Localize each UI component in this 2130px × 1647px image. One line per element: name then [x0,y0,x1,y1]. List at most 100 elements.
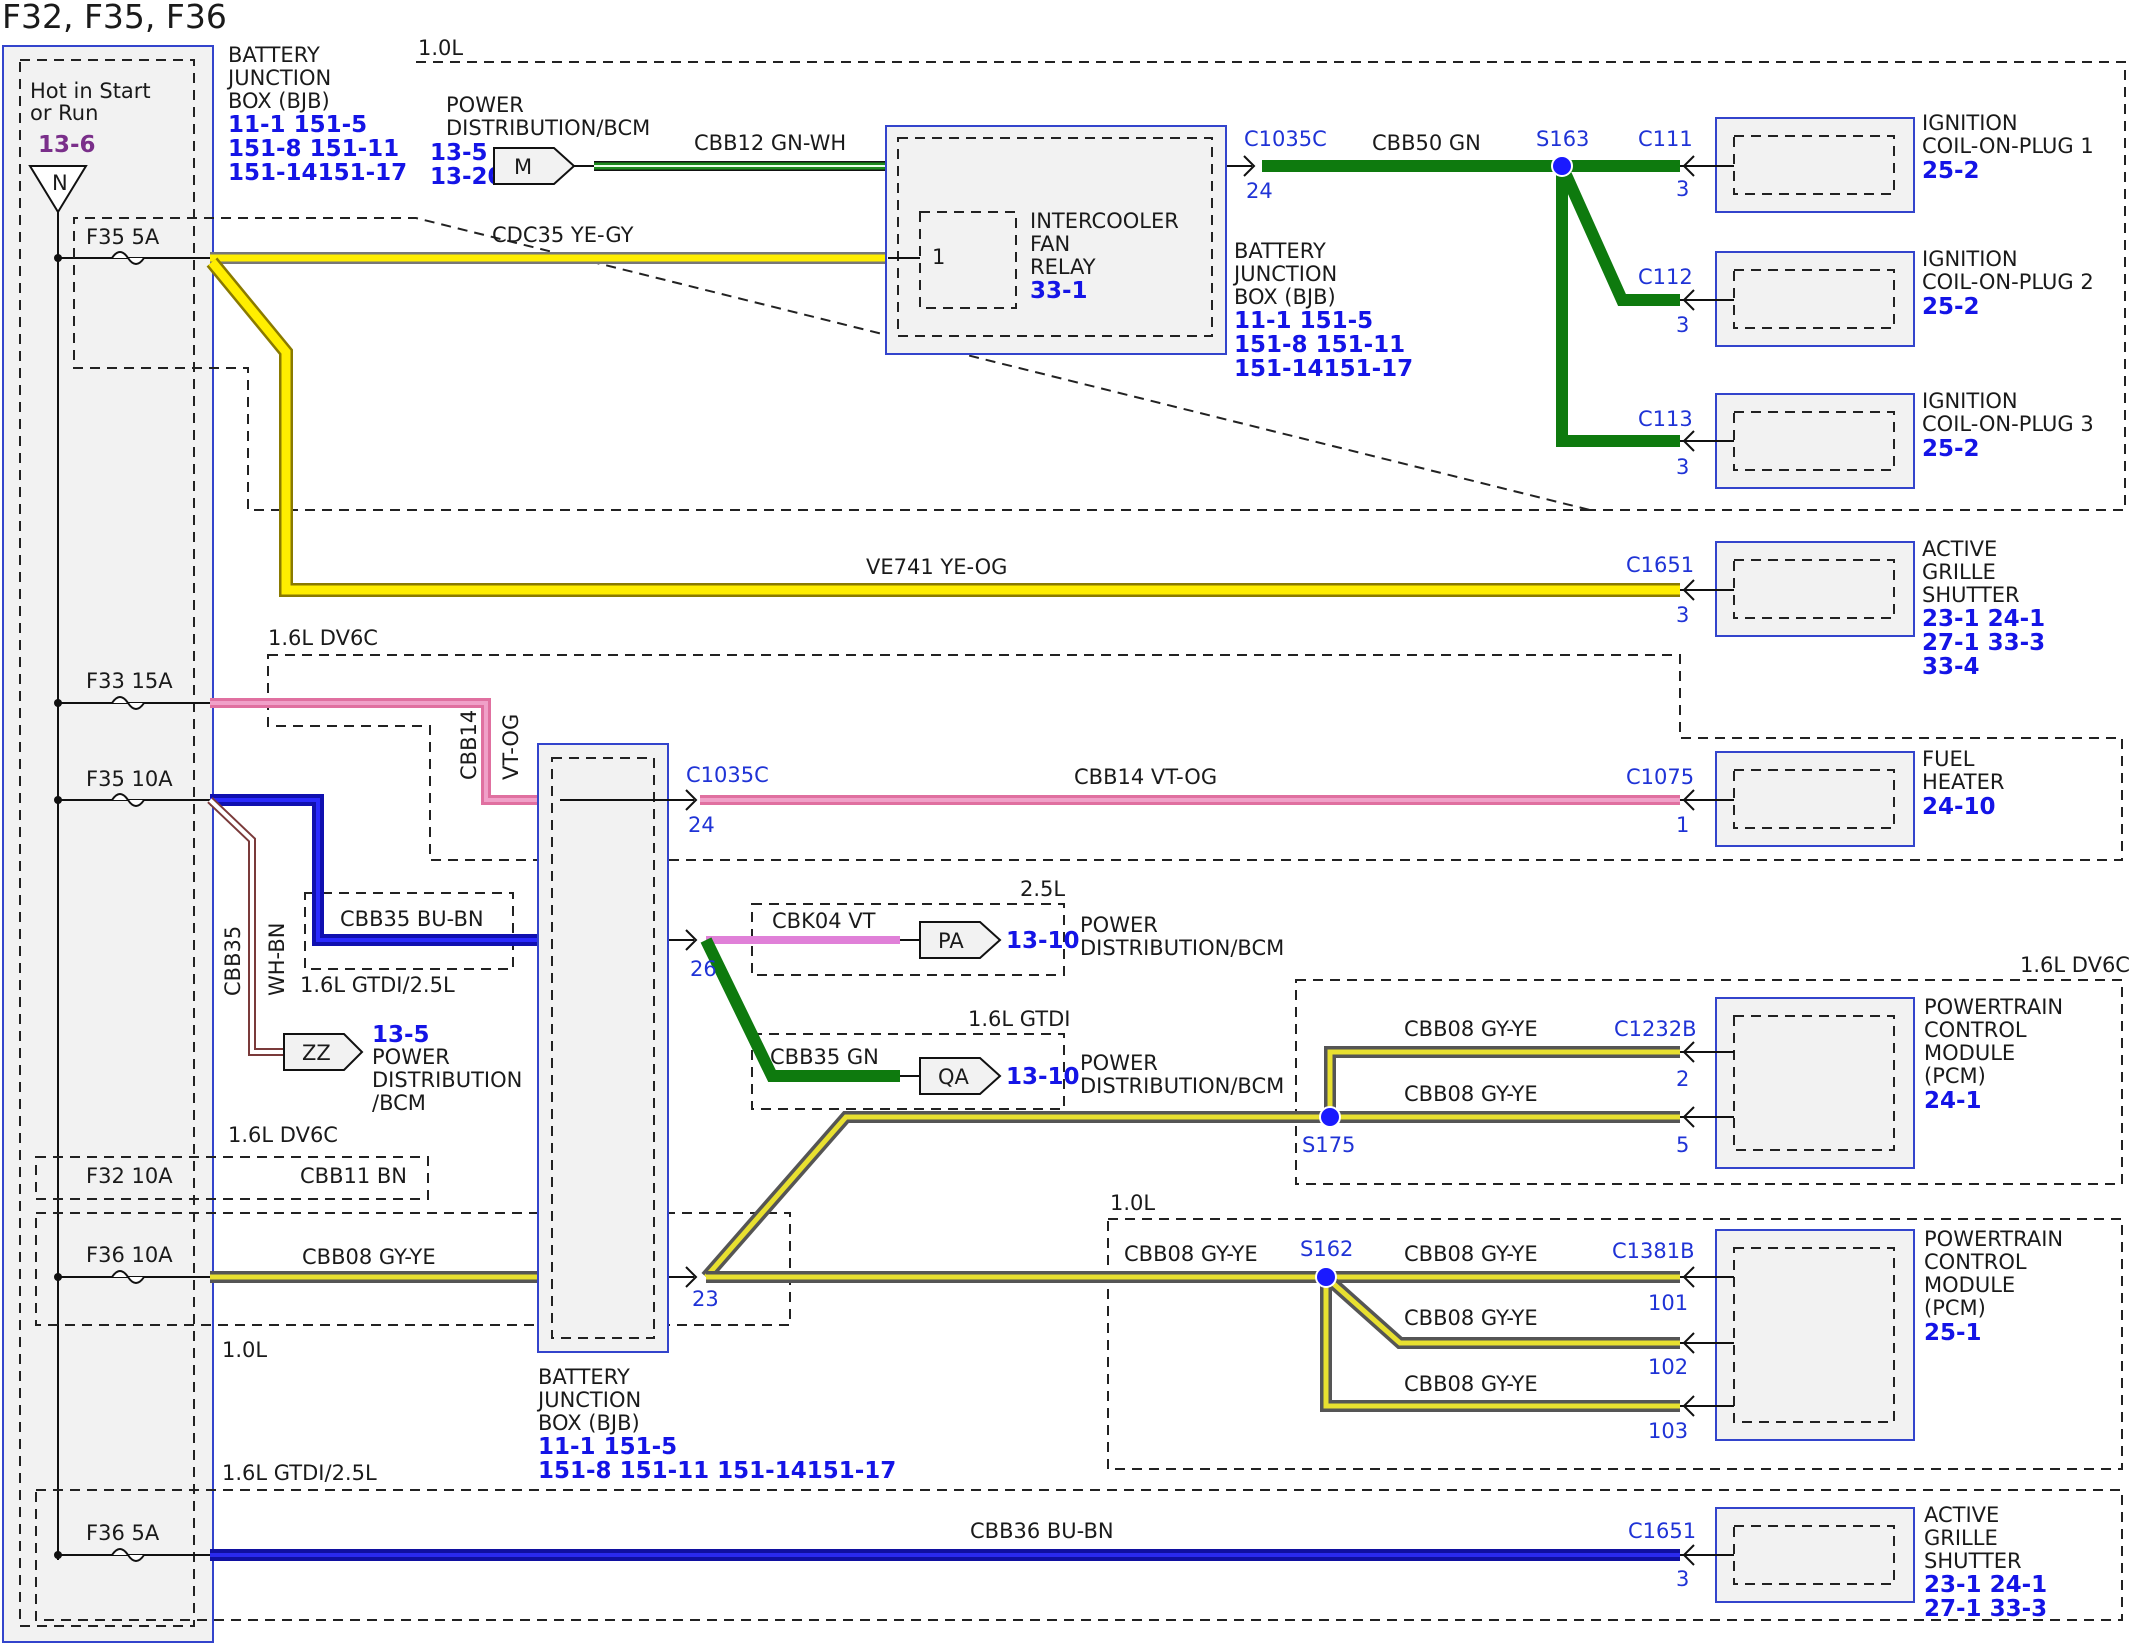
variant-region-25l [751,903,1065,976]
grille-a-ref-1[interactable]: 23-1 24-1 [1922,606,2045,632]
coil1-ref[interactable]: 25-2 [1922,158,1980,184]
coil2-label-1: IGNITION [1922,247,2018,271]
conn-c1075: C1075 [1626,765,1694,789]
wire-cbb35-label: CBB35 BU-BN [340,907,484,931]
conn-c1232b: C1232B [1614,1017,1697,1041]
bjb-relay-box [885,125,1227,355]
fuel-heater-ref[interactable]: 24-10 [1922,794,1996,820]
wire-cbb08-main-label: CBB08 GY-YE [302,1245,436,1269]
grille-a-ref-2[interactable]: 27-1 33-3 [1922,630,2045,656]
conn-c1381b-p103: 103 [1648,1419,1688,1443]
conn-c1651-a: C1651 [1626,553,1694,577]
conn-c113-pin: 3 [1676,455,1689,479]
conn-c1075-pin: 1 [1676,813,1689,837]
pd-pa-label-2: DISTRIBUTION/BCM [1080,936,1284,960]
relay-ref[interactable]: 33-1 [1030,278,1088,304]
conn-c1381b-p101: 101 [1648,1291,1688,1315]
pd-zz-tag: ZZ [302,1041,331,1065]
pd-pa-ref[interactable]: 13-10 [1006,928,1080,954]
conn-c1035c-top-pin: 24 [1246,179,1273,203]
pd-zz-label-2: DISTRIBUTION [372,1068,522,1092]
grille-b-ref-1[interactable]: 23-1 24-1 [1924,1572,2047,1598]
conn-c1035c-mid-pin: 24 [688,813,715,837]
conn-s163: S163 [1536,127,1589,151]
fuse-f35-5a: F35 5A [86,225,160,249]
fuse-box-inner [19,59,195,1627]
bjb-top-label-1: BATTERY [228,43,320,67]
bjb-top-ref-2[interactable]: 151-8 151-11 [228,136,399,162]
pd-top-ref-1[interactable]: 13-5 [430,140,488,166]
wire-cbb50-branch-2 [1556,163,1680,306]
grille-a-ref-3[interactable]: 33-4 [1922,654,1980,680]
pd-zz-ref[interactable]: 13-5 [372,1022,430,1048]
fuse-box [2,45,214,1643]
coil2-label-2: COIL-ON-PLUG 2 [1922,270,2094,294]
pd-pa-label-1: POWER [1080,913,1158,937]
bjb-mid-ref-2[interactable]: 151-8 151-11 [1234,332,1405,358]
coil1-label-2: COIL-ON-PLUG 1 [1922,134,2094,158]
pcm-a-label-4: (PCM) [1924,1064,1986,1088]
coil3-ref[interactable]: 25-2 [1922,436,1980,462]
pcm-a-label-1: POWERTRAIN [1924,995,2063,1019]
pd-pa-connector [919,921,1002,959]
arrow-23 [685,1266,698,1288]
variant-region-gtdi-25-b [35,1489,2123,1621]
fuse-f36-5a: F36 5A [86,1521,160,1545]
pd-qa-ref[interactable]: 13-10 [1006,1064,1080,1090]
bjb-top-ref-3[interactable]: 151-14151-17 [228,160,407,186]
variant-1.6l-gtdi: 1.6L GTDI [968,1007,1071,1031]
conn-c113: C113 [1638,407,1693,431]
variant-region-1.0l-top [73,61,2126,511]
wire-cbb08-b-label: CBB08 GY-YE [1404,1082,1538,1106]
c1035c-top-arrow [1243,155,1256,177]
coil2-ref[interactable]: 25-2 [1922,294,1980,320]
conn-c1232b-pin2: 2 [1676,1067,1689,1091]
bjb-bottom-ref-2[interactable]: 151-8 151-11 151-14151-17 [538,1458,896,1484]
variant-region-1.6l-dv6c-b [1295,979,2123,1185]
grille-a-label-2: GRILLE [1922,560,1996,584]
bjb-mid-ref-1[interactable]: 11-1 151-5 [1234,308,1373,334]
wire-cbb08-f-label: CBB08 GY-YE [1404,1372,1538,1396]
fuse-f32-10a: F32 10A [86,1164,173,1188]
pd-top-connector [493,147,576,185]
variant-1.0l-right: 1.0L [1110,1191,1155,1215]
bjb-bottom-ref-1[interactable]: 11-1 151-5 [538,1434,677,1460]
wire-cbb35-vlabel-2: WH-BN [265,923,289,997]
conn-pin-23: 23 [692,1287,719,1311]
wire-cbb50-branch-3 [1556,166,1680,447]
variant-region-1.0l-right [1107,1218,2123,1470]
conn-c112-pin: 3 [1676,313,1689,337]
grille-a-label-1: ACTIVE [1922,537,1997,561]
wire-cbb50-label: CBB50 GN [1372,131,1481,155]
wire-cbb11-label: CBB11 BN [300,1164,407,1188]
pcm-b-label-2: CONTROL [1924,1250,2027,1274]
pd-top-ref-2[interactable]: 13-20 [430,164,504,190]
fuse-box-ref[interactable]: 13-6 [38,132,96,158]
pd-qa-connector [919,1057,1002,1095]
wire-cbb14-vlabel-1: CBB14 [457,710,481,780]
wire-cbb35-gn-label: CBB35 GN [770,1045,879,1069]
pcm-b-ref[interactable]: 25-1 [1924,1320,1982,1346]
pd-pa-tag: PA [938,929,964,953]
grille-b-ref-2[interactable]: 27-1 33-3 [1924,1596,2047,1622]
pcm-a-ref[interactable]: 24-1 [1924,1088,1982,1114]
bjb-relay-inner [897,137,1213,337]
conn-c111-pin: 3 [1676,177,1689,201]
wire-cbb36-label: CBB36 BU-BN [970,1519,1114,1543]
variant-region-1.0l-mid [35,1212,791,1326]
wire-cdc35-label: CDC35 YE-GY [492,223,634,247]
fuel-heater-label-2: HEATER [1922,770,2004,794]
bjb-mid-ref-3[interactable]: 151-14151-17 [1234,356,1413,382]
wire-cbb14-vlabel-2: VT-OG [499,714,523,780]
grille-b-label-1: ACTIVE [1924,1503,1999,1527]
bjb-mid-label-2: JUNCTION [1232,262,1337,286]
pcm-a-label-2: CONTROL [1924,1018,2027,1042]
fuel-heater-label-1: FUEL [1922,747,1975,771]
pcm-b-label-1: POWERTRAIN [1924,1227,2063,1251]
conn-c112: C112 [1638,265,1693,289]
page-title: F32, F35, F36 [2,0,227,36]
bjb-top-ref-1[interactable]: 11-1 151-5 [228,112,367,138]
variant-1.6l-dv6c-a: 1.6L DV6C [268,626,378,650]
variant-region-1.6l-gtdi [751,1033,1065,1110]
variant-1.6l-dv6c-c: 1.6L DV6C [228,1123,338,1147]
